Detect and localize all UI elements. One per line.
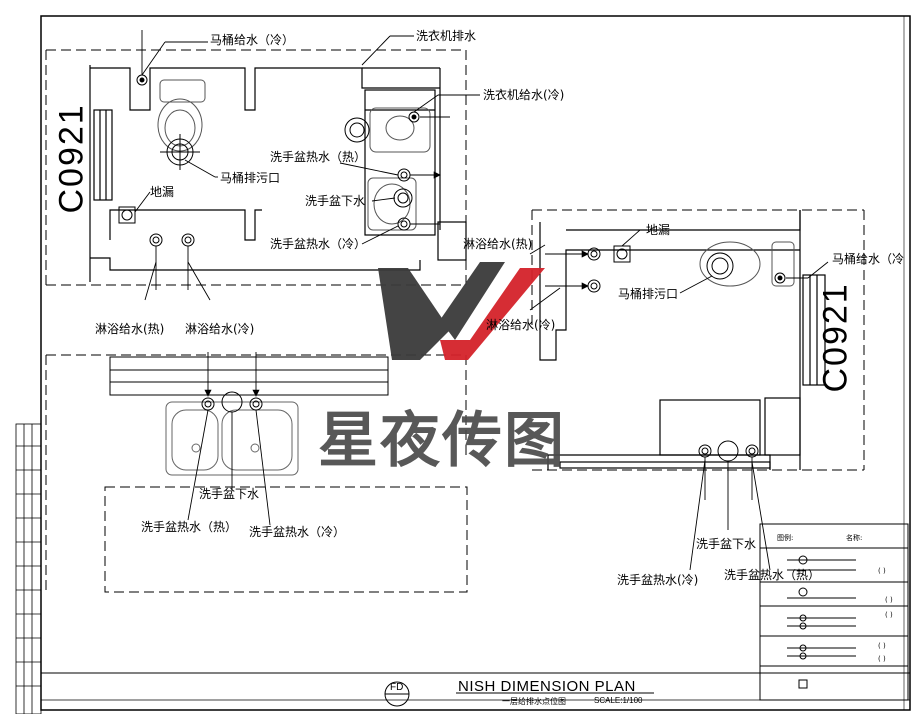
label-basin-drain-right: 洗手盆下水 [696,537,757,551]
label-sink-hot: 洗手盆热水（热） [141,520,238,534]
legend-entry: ( ) [878,567,886,575]
watermark-logo [378,262,545,360]
right-toilet [699,241,795,287]
right-plan-leaders [529,229,829,571]
label-shower-hot-right: 淋浴给水(热) [463,237,533,251]
label-sink-drain: 洗手盆下水 [199,487,260,501]
title-english: NISH DIMENSION PLAN [458,678,636,695]
fd-tag [384,681,654,707]
left-plan-walls [89,65,467,282]
left-washer [369,107,431,153]
label-toilet-supply-left: 马桶给水（冷） [210,33,295,47]
label-shower-hot-left: 淋浴给水(热) [95,322,165,336]
legend-entry: ( ) [878,642,886,650]
label-shower-cold-left: 淋浴给水(冷) [185,322,255,336]
left-pipe-points [118,74,420,247]
kitchen-leaders [187,352,271,526]
label-toilet-drain-left: 马桶排污口 [220,171,281,185]
title-chinese: 一层给排水点位图 [502,697,566,706]
legend-symbol-header: 图例: [777,534,794,542]
code-right-door: C0921 [816,282,855,393]
legend-table [759,523,909,701]
legend-name-header: 名称: [846,534,863,542]
title-scale: SCALE:1/100 [594,696,643,705]
label-floor-drain-left: 地漏 [150,185,175,199]
left-toilet [157,79,206,152]
legend-entry: ( ) [885,596,893,604]
label-washer-supply: 洗衣机给水(冷) [483,88,565,102]
left-title-strip [15,423,42,715]
label-washer-drain: 洗衣机排水 [416,29,477,43]
label-basin-hot-left: 洗手盆热水（热） [270,150,367,164]
label-basin-hot-right: 洗手盆热水（热） [724,568,821,582]
label-basin-cold-left: 洗手盆热水（冷） [270,237,367,251]
right-plan-walls [539,210,826,470]
label-basin-drain-left: 洗手盆下水 [305,194,366,208]
label-sink-cold: 洗手盆热水（冷） [249,525,346,539]
kitchen-counter [104,356,468,593]
left-basin [367,177,417,231]
label-floor-drain-right: 地漏 [646,223,671,237]
legend-entry: ( ) [878,655,886,663]
label-shower-cold-right: 淋浴给水(冷) [486,318,556,332]
legend-entry: ( ) [885,611,893,619]
label-toilet-drain-right: 马桶排污口 [618,287,679,301]
right-plan-dashed-outline [531,209,865,471]
code-left-door: C0921 [52,103,91,214]
title-tag: FD [390,682,404,693]
label-toilet-supply-right: 马桶给水（冷 [832,252,905,266]
right-pipe-points [587,245,786,462]
watermark-text: 星夜传图 [318,406,566,476]
label-basin-cold-right: 洗手盆热水(冷) [617,573,699,587]
left-plan-leaders [134,30,480,301]
